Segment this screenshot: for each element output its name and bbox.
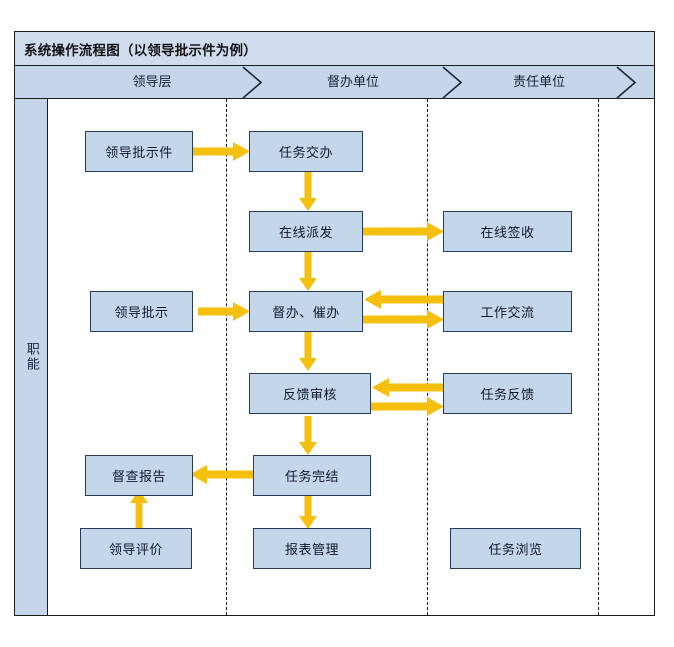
node-task-feedback[interactable]: 任务反馈: [443, 373, 572, 414]
arrow-completion-to-report-mgmt: [298, 490, 318, 530]
arrow-completion-to-report: [189, 465, 255, 485]
lane-header-leadership: 领导层: [132, 75, 172, 90]
sidebar-function-lane: 职能: [15, 99, 48, 615]
node-work-exchange[interactable]: 工作交流: [443, 291, 572, 332]
node-task-assignment[interactable]: 任务交办: [249, 131, 363, 172]
arrow-review-to-feedback: [371, 397, 445, 417]
node-leader-instruction[interactable]: 领导批示: [90, 291, 193, 332]
node-feedback-review[interactable]: 反馈审核: [249, 373, 371, 414]
arrow-assignment-to-dispatch: [298, 172, 318, 212]
node-online-dispatch[interactable]: 在线派发: [249, 211, 363, 252]
node-leader-instruction-doc[interactable]: 领导批示件: [85, 131, 193, 172]
lane-chevron-3-icon: [613, 66, 639, 99]
lane-header-responsible: 责任单位: [512, 75, 565, 90]
lane-divider-2: [427, 99, 428, 615]
arrow-instruction-doc-to-assignment: [193, 142, 251, 162]
node-task-completion[interactable]: 任务完结: [253, 455, 371, 496]
node-online-receipt[interactable]: 在线签收: [443, 211, 572, 252]
arrow-supervise-to-review: [298, 332, 318, 372]
lane-header-band: 领导层 督办单位 责任单位: [15, 66, 654, 99]
lane-chevron-1-icon: [239, 66, 265, 99]
arrow-instruction-to-supervise: [198, 302, 251, 322]
page-title: 系统操作流程图（以领导批示件为例）: [24, 42, 257, 59]
arrow-feedback-to-review: [371, 378, 445, 398]
arrow-review-to-completion: [298, 416, 318, 456]
node-task-browse[interactable]: 任务浏览: [450, 528, 581, 569]
lane-header-supervision: 督办单位: [326, 75, 379, 90]
lane-divider-1: [226, 99, 227, 615]
lane-divider-3: [598, 99, 599, 615]
arrow-supervise-to-exchange: [363, 310, 445, 330]
arrow-evaluation-to-report: [129, 490, 149, 530]
sidebar-label: 职能: [23, 342, 39, 372]
node-supervision-report[interactable]: 督查报告: [85, 455, 193, 496]
node-leader-evaluation[interactable]: 领导评价: [80, 528, 192, 569]
node-report-management[interactable]: 报表管理: [253, 528, 371, 569]
arrow-exchange-to-supervise: [363, 290, 445, 310]
diagram-title-bar: 系统操作流程图（以领导批示件为例）: [15, 32, 654, 66]
node-supervise-urge[interactable]: 督办、催办: [249, 291, 363, 332]
lane-chevron-2-icon: [439, 66, 465, 99]
arrow-dispatch-to-receipt: [363, 222, 445, 242]
arrow-dispatch-to-supervise: [298, 252, 318, 292]
